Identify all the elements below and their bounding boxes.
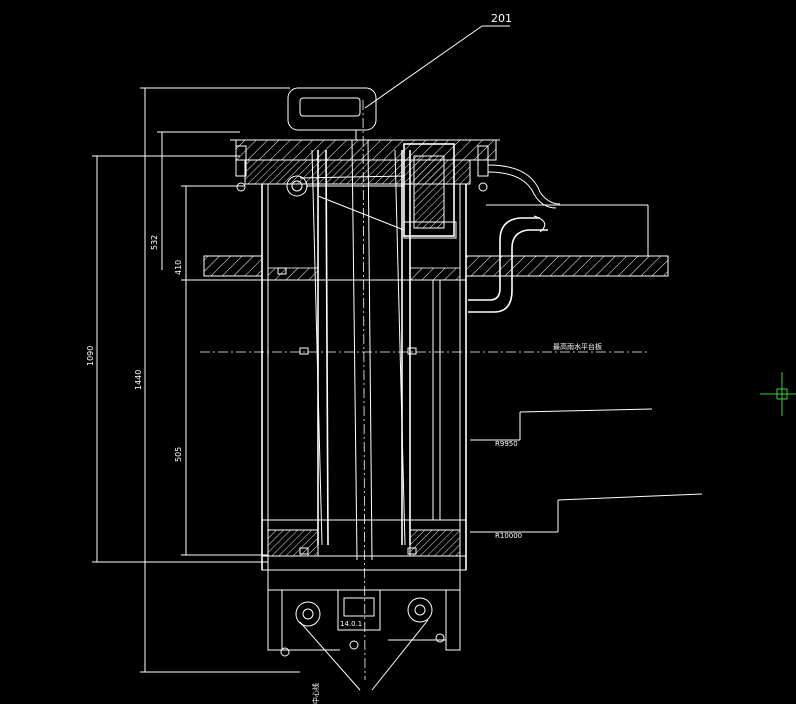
cylinder-markers [277,267,417,555]
crosshair-cursor-icon[interactable] [760,372,796,416]
dimension-lower-section: 505 [174,447,183,462]
bottom-note: 中心线 [311,683,320,704]
radius-lower-label: R10000 [495,532,522,540]
dimension-overall-body: 1090 [86,346,95,366]
callout-label: 201 [491,12,512,25]
dimension-top-section: 532 [150,235,159,250]
callout-201: 201 [364,12,512,109]
water-level-note: 最高雨水平台板 [553,342,602,351]
top-flange [230,139,500,192]
radius-upper-label: R9950 [495,440,518,448]
platform-slab [203,204,669,281]
bottom-housing [261,529,467,691]
drive-unit [286,143,457,239]
side-pipe [468,164,561,313]
dimension-overall-total: 1440 [134,370,143,390]
dimension-base-offset: 14.0.1 [340,620,362,628]
foundation-steps [470,408,703,533]
lifting-handle [287,87,377,140]
dimension-mid-section: 410 [174,260,183,275]
dimension-lines [92,87,300,673]
